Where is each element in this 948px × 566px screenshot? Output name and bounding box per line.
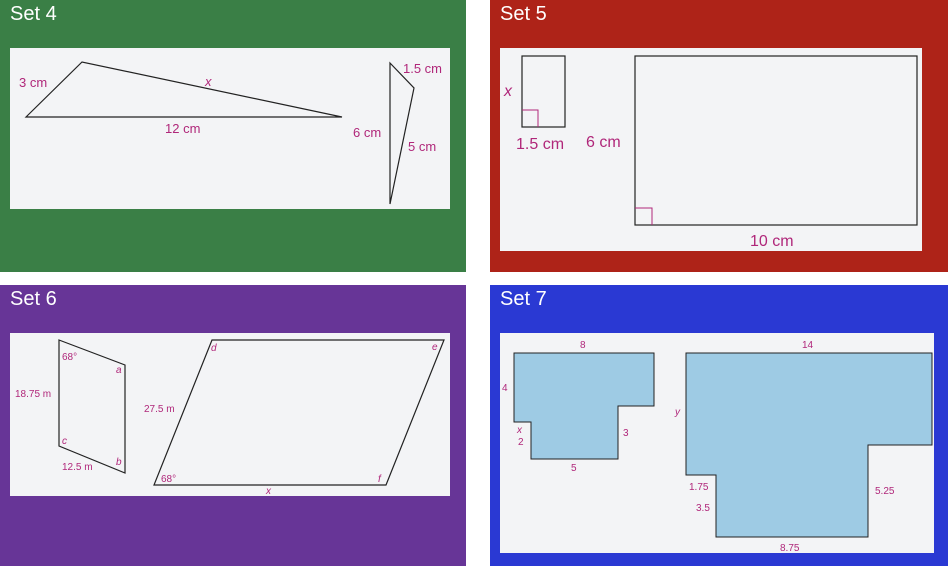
- set-5-card: x 1.5 cm 6 cm 10 cm: [500, 48, 922, 251]
- large-rectangle-right-angle-mark: [635, 207, 653, 225]
- large-shape-left-low-label: 1.75: [689, 482, 709, 493]
- triangle-b-top-side-label: 1.5 cm: [403, 61, 442, 76]
- set-6-panel: Set 6 68° a b c 18.75 m 12.5 m d e f 68°…: [0, 285, 466, 566]
- large-shape-top-label: 14: [802, 340, 814, 351]
- small-shape-right-label: 3: [623, 428, 629, 439]
- large-parallelogram-vertex-d-label: d: [211, 343, 217, 354]
- large-shape-bottom-label: 8.75: [780, 543, 800, 554]
- triangle-a-bottom-side-label: 12 cm: [165, 121, 200, 136]
- small-quadrilateral-left-side-label: 18.75 m: [15, 389, 51, 400]
- small-rectangle-width-label: 1.5 cm: [516, 136, 564, 153]
- small-rectangle-right-angle-mark: [522, 109, 539, 127]
- set-6-title: Set 6: [10, 288, 57, 310]
- set-4-panel: Set 4 3 cm x 12 cm 1.5 cm 6 cm 5 cm: [0, 0, 466, 272]
- small-quadrilateral-vertex-c-label: c: [62, 436, 67, 447]
- large-parallelogram-bottom-side-label: x: [265, 486, 272, 497]
- set-4-card: 3 cm x 12 cm 1.5 cm 6 cm 5 cm: [10, 48, 450, 209]
- large-parallelogram-vertex-f-label: f: [378, 474, 382, 485]
- small-quadrilateral-vertex-b-label: b: [116, 457, 122, 468]
- set-6-card: 68° a b c 18.75 m 12.5 m d e f 68° 27.5 …: [10, 333, 450, 497]
- large-composite-shape: [685, 352, 933, 538]
- large-parallelogram-left-side-label: 27.5 m: [144, 404, 175, 415]
- small-composite-shape: [513, 352, 655, 460]
- set-4-figures: 3 cm x 12 cm 1.5 cm 6 cm 5 cm: [19, 61, 442, 205]
- large-shape-left-label: y: [674, 407, 681, 418]
- small-quadrilateral-vertex-a-label: a: [116, 365, 122, 376]
- small-quadrilateral-bottom-side-label: 12.5 m: [62, 462, 93, 473]
- small-rectangle-height-label: x: [503, 83, 513, 100]
- triangle-b: [389, 61, 415, 205]
- small-shape-inner-x-label: x: [516, 425, 523, 436]
- small-shape-bottom-label: 5: [571, 463, 577, 474]
- set-5-title: Set 5: [500, 3, 547, 25]
- triangle-a-left-side-label: 3 cm: [19, 75, 47, 90]
- triangle-a: [24, 61, 343, 118]
- set-7-title: Set 7: [500, 288, 547, 310]
- small-shape-left-label: 4: [502, 383, 508, 394]
- set-4-title: Set 4: [10, 3, 57, 25]
- large-parallelogram-vertex-e-label: e: [432, 342, 438, 353]
- set-6-figures: 68° a b c 18.75 m 12.5 m d e f 68° 27.5 …: [15, 339, 445, 497]
- large-parallelogram: [153, 339, 445, 486]
- large-rectangle-width-label: 10 cm: [750, 233, 794, 250]
- large-rectangle-height-label: 6 cm: [586, 134, 621, 151]
- large-rectangle: [634, 55, 918, 226]
- large-parallelogram-angle-label: 68°: [161, 474, 176, 485]
- set-5-figures: x 1.5 cm 6 cm 10 cm: [503, 55, 918, 250]
- small-quadrilateral: [58, 339, 126, 474]
- small-shape-inner-2-label: 2: [518, 437, 524, 448]
- large-shape-right-label: 5.25: [875, 486, 895, 497]
- small-shape-top-label: 8: [580, 340, 586, 351]
- set-7-figures: 8 4 x 2 5 3 14 y 1.75 3.5 5.25 8.75: [502, 340, 933, 554]
- small-rectangle: [521, 55, 566, 128]
- set-7-panel: Set 7 8 4 x 2 5 3 14 y 1.75 3.5 5.25 8.7…: [490, 285, 948, 566]
- set-5-panel: Set 5 x 1.5 cm 6 cm 10 cm: [490, 0, 948, 272]
- large-shape-step-label: 3.5: [696, 503, 710, 514]
- triangle-b-left-side-label: 6 cm: [353, 125, 381, 140]
- triangle-b-right-side-label: 5 cm: [408, 139, 436, 154]
- triangle-a-top-side-label: x: [204, 74, 212, 89]
- small-quadrilateral-angle-label: 68°: [62, 352, 77, 363]
- set-7-card: 8 4 x 2 5 3 14 y 1.75 3.5 5.25 8.75: [500, 333, 934, 554]
